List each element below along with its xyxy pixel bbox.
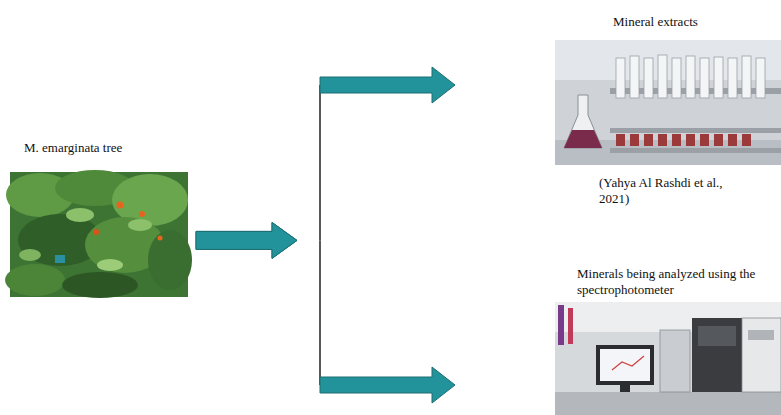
branch-arrow <box>320 367 455 403</box>
split-arrow <box>196 67 455 258</box>
branch-arrow <box>320 67 455 103</box>
instrument-photo <box>555 302 781 415</box>
panel-heading: M. emarginata tree <box>24 140 188 156</box>
branch-line <box>319 85 321 240</box>
panel-caption: (Yahya Al Rashdi et al., 2021) <box>599 175 749 208</box>
photo-panel: Mineral extracts (Yahya Al Rashdi et al.,… <box>555 12 781 212</box>
trunk-arrow <box>196 222 297 258</box>
lab-photo <box>555 40 781 165</box>
photo-panel: M. emarginata tree <box>10 138 190 298</box>
panel-heading: Minerals being analyzed using the spectr… <box>577 266 762 299</box>
tree-photo <box>5 170 192 298</box>
branch-line <box>319 240 321 385</box>
photo-panel: Minerals being analyzed using the spectr… <box>555 262 781 415</box>
panel-heading: Mineral extracts <box>613 14 773 30</box>
trunk-arrow <box>196 222 297 258</box>
split-arrow <box>196 222 455 403</box>
